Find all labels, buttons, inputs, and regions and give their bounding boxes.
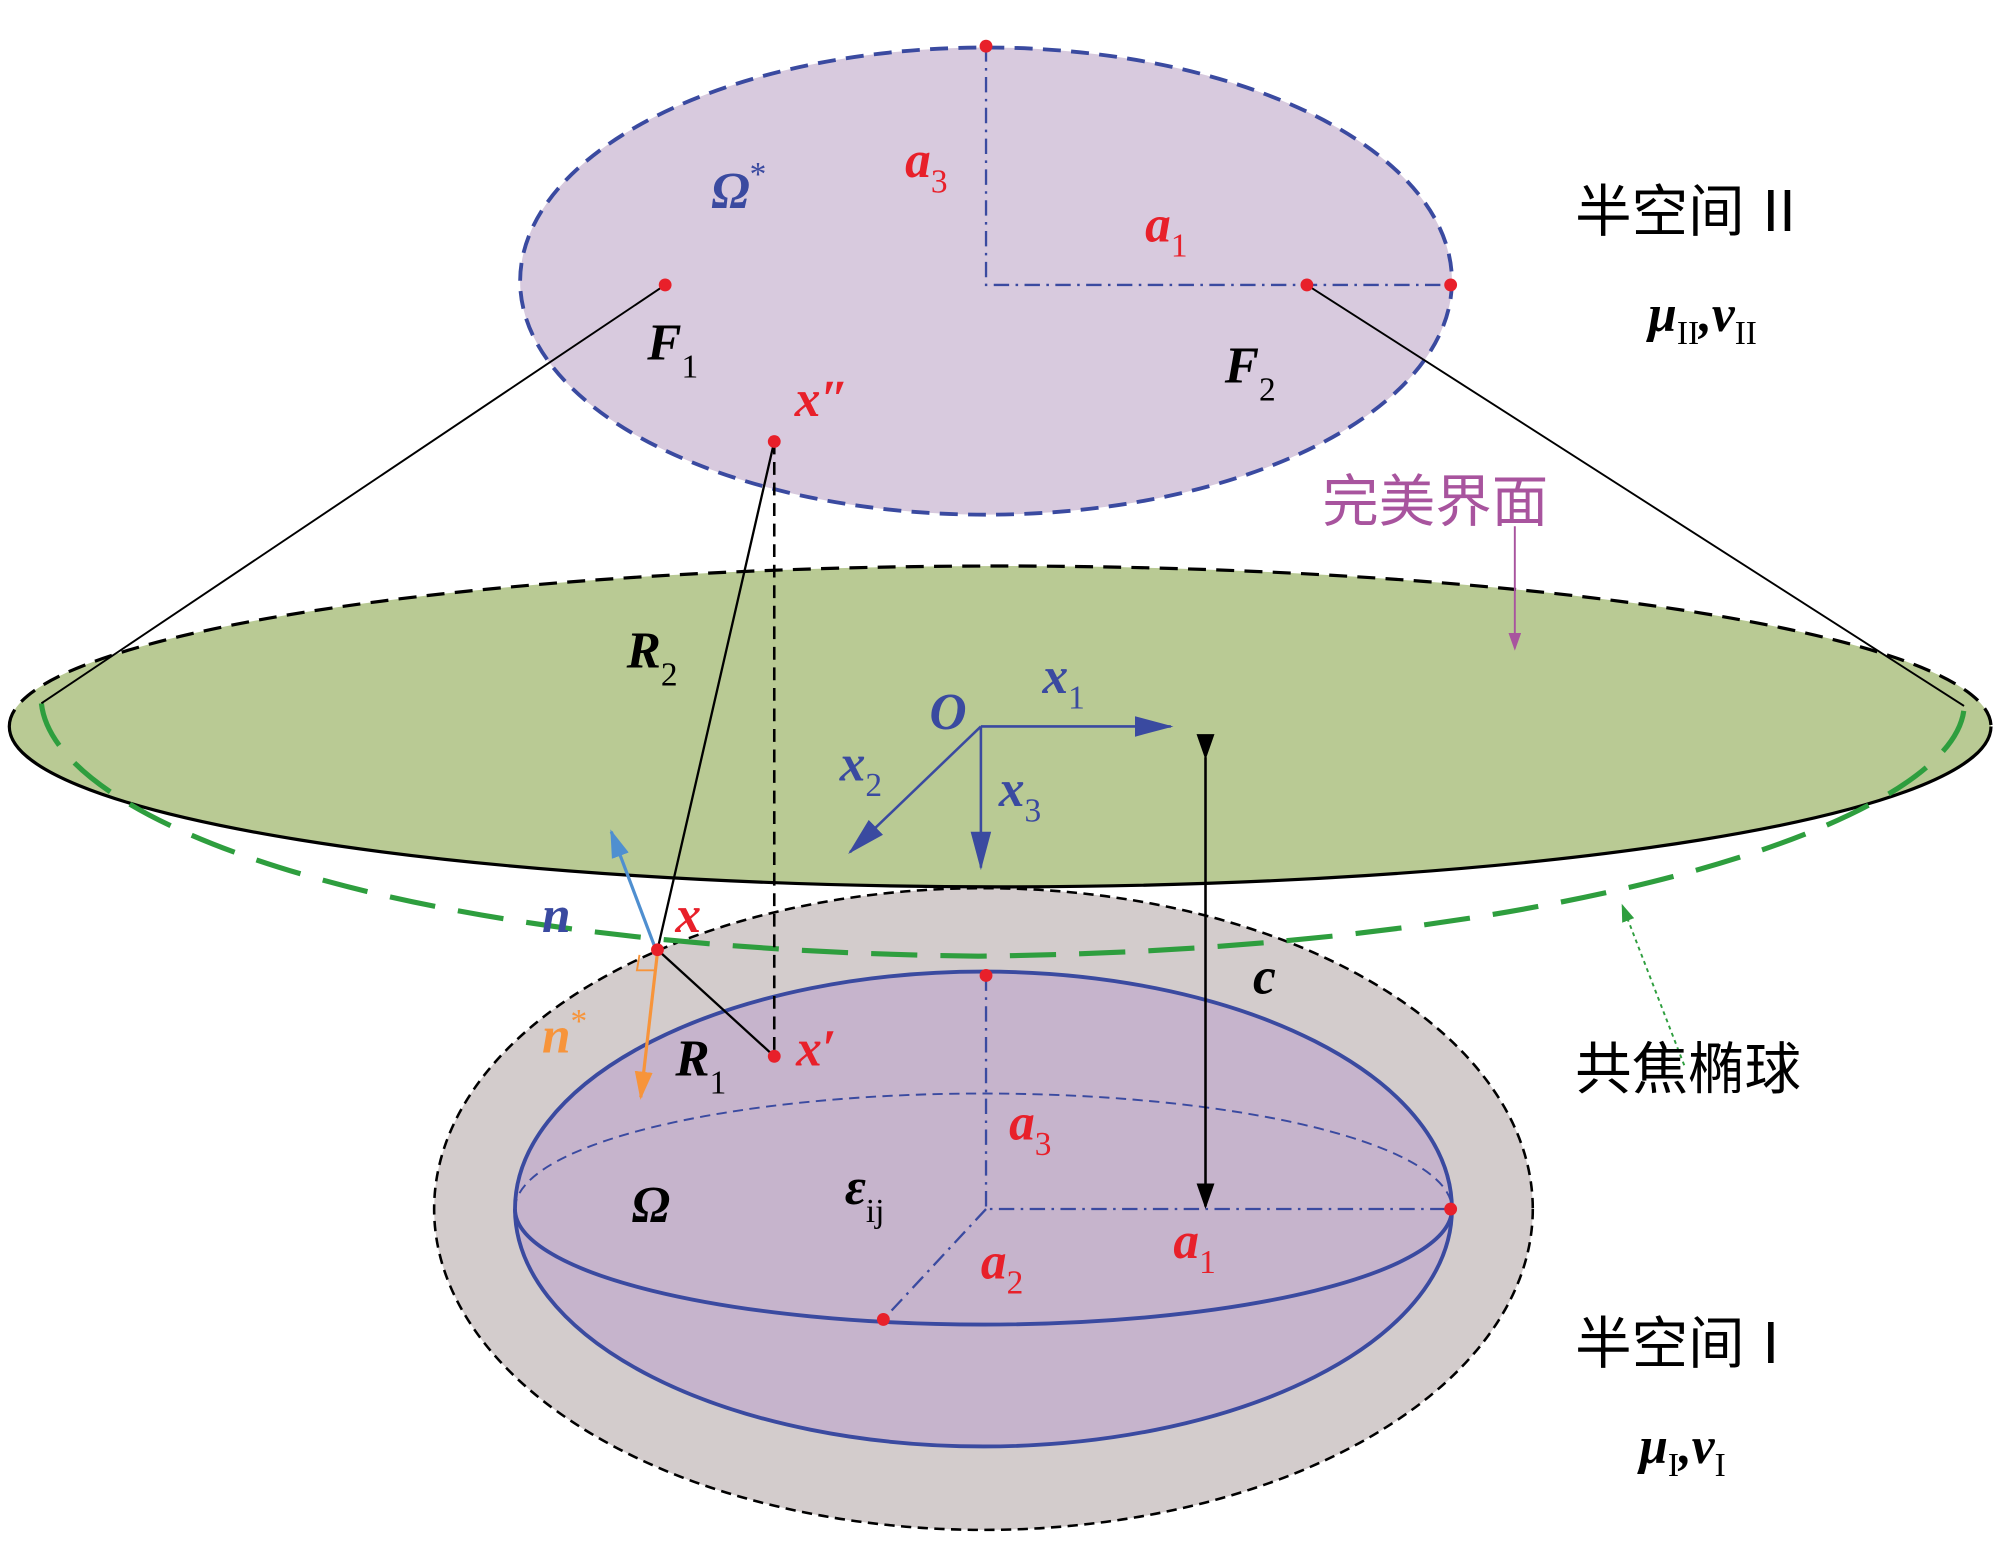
normal-n-arrow: [609, 829, 657, 948]
interface-edge-back: [7, 564, 1993, 727]
focal-line-left: [40, 284, 666, 705]
R2-line: [656, 441, 776, 951]
a1-top-label: a1: [1145, 196, 1187, 264]
normal-n-star-arrow: [634, 952, 660, 1100]
lower-axes-dashdot: [882, 975, 1451, 1321]
a1-bottom-label: a1: [1173, 1213, 1215, 1281]
normal-n-star-label: n*: [542, 1003, 587, 1065]
x3-label: x3: [998, 761, 1041, 829]
a3-bottom-label: a3: [1009, 1095, 1051, 1163]
x-label: x: [674, 887, 701, 944]
halfspace-I-label: 半空间 I: [1575, 1312, 1779, 1377]
normal-n-label: n: [542, 887, 571, 944]
origin-label: O: [930, 684, 967, 741]
omega-star-label: Ω*: [711, 156, 766, 220]
perfect-interface-label: 完美界面: [1322, 470, 1548, 535]
x-double-prime-label: x″: [794, 371, 849, 428]
confocal-curve: [38, 703, 1967, 959]
equator-front: [513, 1209, 1454, 1327]
R1-line: [656, 948, 776, 1058]
material-I-label: μI,vI: [1636, 1418, 1725, 1484]
x2-label: x2: [839, 735, 882, 803]
equator-back: [514, 1092, 1453, 1210]
halfspace-II-label: 半空间 II: [1575, 180, 1796, 245]
focal-line-right: [1306, 284, 1965, 707]
confocal-pointer-arrow: [1621, 903, 1686, 1066]
x2-axis-arrow: [848, 725, 982, 855]
right-angle-mark: [635, 954, 655, 972]
top-axis-dashdot: [984, 46, 1451, 287]
confocal-ellipsoid-label: 共焦椭球: [1575, 1037, 1801, 1102]
R1-label: R1: [674, 1031, 726, 1102]
x1-label: x1: [1042, 648, 1085, 716]
omega-label: Ω: [632, 1177, 670, 1234]
x-prime-label: x′: [795, 1020, 836, 1077]
a3-top-label: a3: [905, 132, 947, 200]
R2-label: R2: [626, 622, 678, 693]
eigenstrain-label: εij: [845, 1159, 885, 1230]
a2-label: a2: [981, 1233, 1023, 1301]
material-II-label: μII,vII: [1645, 286, 1757, 352]
distance-c-label: c: [1253, 948, 1276, 1005]
F1-label: F1: [646, 314, 698, 385]
points: [651, 39, 1458, 1326]
F2-label: F2: [1224, 337, 1276, 408]
